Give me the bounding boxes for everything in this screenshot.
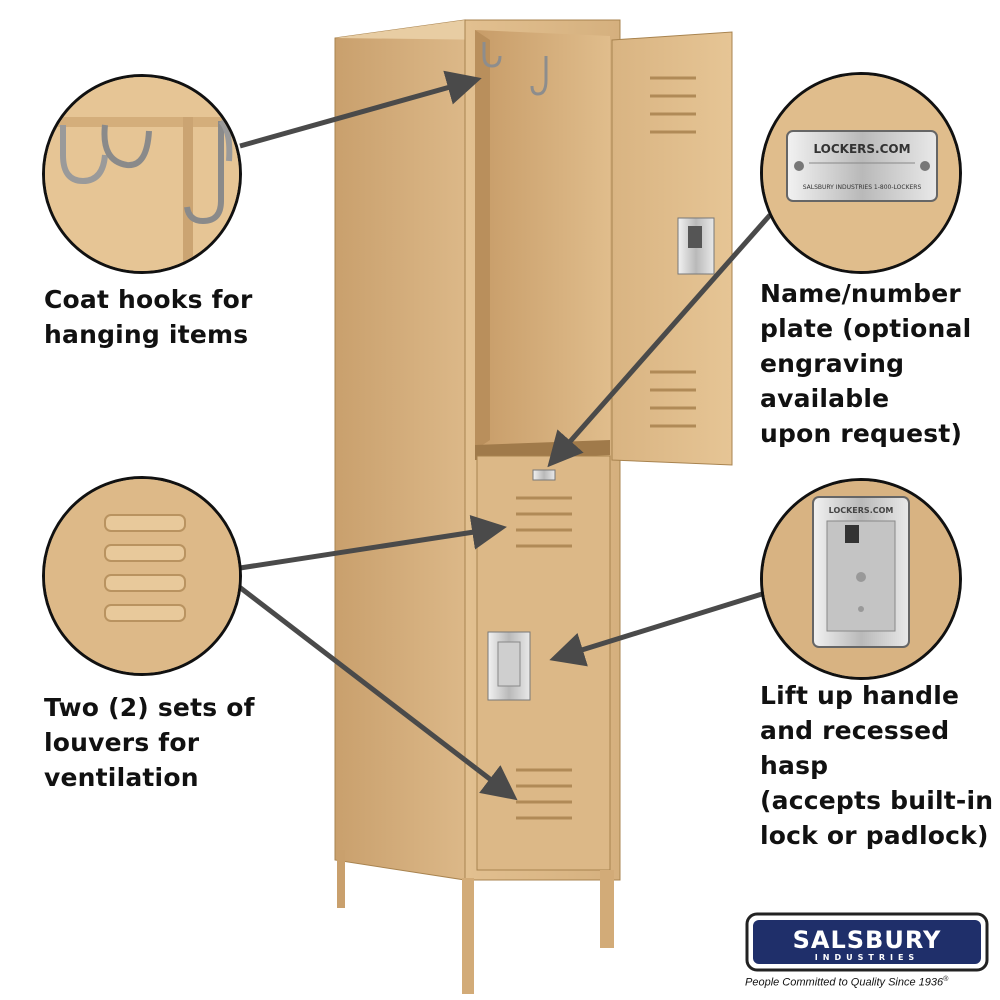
brand-sub: INDUSTRIES: [815, 953, 919, 962]
caption-line: louvers for: [44, 728, 200, 757]
handle-detail-image: LOCKERS.COM: [763, 481, 959, 677]
arrow-louvers-bottom: [236, 584, 518, 801]
caption-line: hanging items: [44, 320, 249, 349]
coat-hook: [530, 56, 548, 96]
louvers-detail-image: [45, 479, 239, 673]
caption-line: ventilation: [44, 763, 199, 792]
registered-mark: ®: [943, 976, 949, 983]
name-plate: [532, 469, 556, 481]
plate-bottom-text: SALSBURY INDUSTRIES 1-800-LOCKERS: [803, 184, 922, 191]
handle-detail-circle: LOCKERS.COM: [760, 478, 962, 680]
locker-side-panel: [334, 19, 466, 881]
coat-hook: [482, 42, 502, 68]
louvers-caption: Two (2) sets of louvers for ventilation: [44, 690, 255, 795]
coat-hooks-detail-image: [45, 77, 239, 271]
upper-door-louvers: [650, 76, 696, 428]
locker-leg: [462, 878, 474, 994]
arrow-handle: [549, 591, 763, 667]
locker-leg: [600, 870, 614, 948]
name-plate-caption: Name/number plate (optional engraving av…: [760, 276, 1000, 451]
louvers-detail-circle: [42, 476, 242, 676]
caption-line: upon request): [760, 419, 963, 448]
caption-line: Two (2) sets of: [44, 693, 255, 722]
coat-hooks-caption: Coat hooks for hanging items: [44, 282, 253, 352]
caption-line: (accepts built-in: [760, 786, 994, 815]
salsbury-logo: SALSBURY INDUSTRIES: [745, 912, 989, 972]
caption-line: engraving available: [760, 349, 905, 413]
locker-leg: [337, 850, 345, 908]
hasp-text: LOCKERS.COM: [829, 506, 894, 515]
caption-line: Lift up handle: [760, 681, 960, 710]
caption-line: lock or padlock): [760, 821, 989, 850]
arrow-name-plate: [547, 213, 772, 468]
caption-line: plate (optional: [760, 314, 972, 343]
brand-tagline: People Committed to Quality Since 1936®: [745, 976, 995, 989]
caption-line: Coat hooks for: [44, 285, 253, 314]
plate-top-text: LOCKERS.COM: [813, 142, 910, 156]
tagline-text: People Committed to Quality Since 1936: [745, 976, 944, 989]
caption-line: and recessed hasp: [760, 716, 950, 780]
arrow-louvers-top: [239, 514, 507, 571]
arrow-coat-hooks: [239, 70, 482, 149]
name-plate-detail-circle: LOCKERS.COM SALSBURY INDUSTRIES 1-800-LO…: [760, 72, 962, 274]
lower-door-louvers-bottom: [516, 768, 572, 820]
name-plate-detail-image: LOCKERS.COM SALSBURY INDUSTRIES 1-800-LO…: [763, 75, 959, 271]
caption-line: Name/number: [760, 279, 961, 308]
handle-caption: Lift up handle and recessed hasp (accept…: [760, 678, 1000, 853]
coat-hooks-detail-circle: [42, 74, 242, 274]
brand-name: SALSBURY: [793, 926, 942, 954]
lower-door-louvers-top: [516, 496, 572, 548]
upper-compartment-interior: [475, 30, 610, 450]
